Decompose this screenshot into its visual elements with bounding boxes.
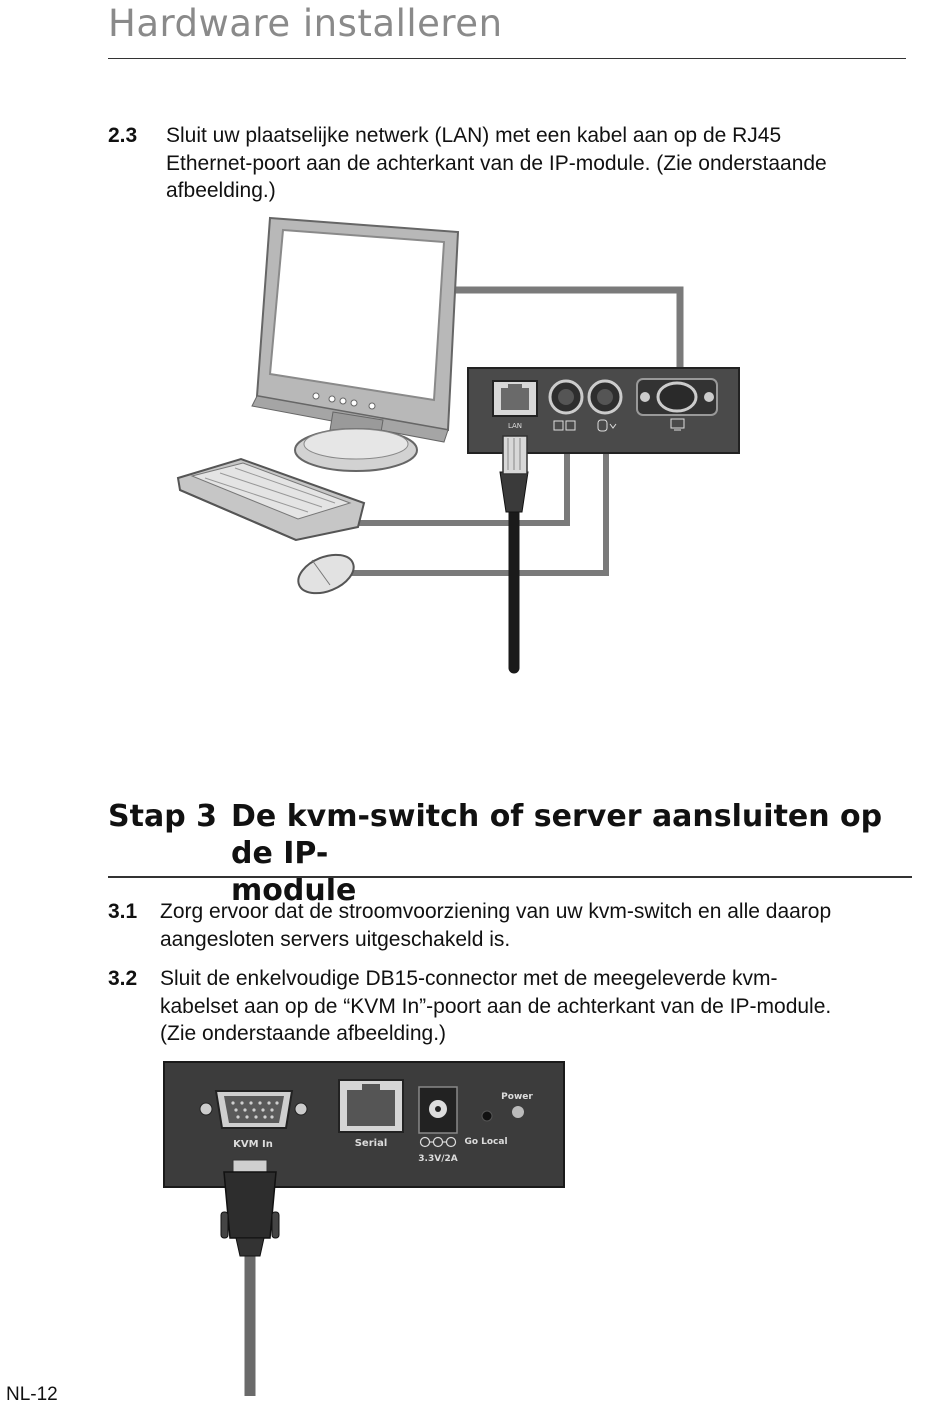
header-rule xyxy=(108,58,906,59)
section-heading: Stap 3 De kvm-switch of server aansluite… xyxy=(108,798,898,908)
go-local-label: Go Local xyxy=(464,1137,507,1147)
step-line: afbeelding.) xyxy=(166,179,276,202)
page-number: NL-12 xyxy=(6,1384,58,1405)
step-text: Sluit de enkelvoudige DB15-connector met… xyxy=(160,965,831,1048)
polarity-icon xyxy=(419,1136,457,1148)
step-line: Sluit uw plaatselijke netwerk (LAN) met … xyxy=(166,124,782,147)
kvm-cable xyxy=(220,1159,280,1396)
cable-mouse xyxy=(348,418,609,576)
step-text: Zorg ervoor dat de stroomvoorziening van… xyxy=(160,898,831,953)
page-header-title: Hardware installeren xyxy=(108,2,503,45)
lan-port-label: LAN xyxy=(508,422,522,430)
power-label: Power xyxy=(501,1092,533,1102)
serial-label: Serial xyxy=(355,1138,388,1149)
section-number: Stap 3 xyxy=(108,799,217,834)
step-number: 2.3 xyxy=(108,124,138,147)
power-led xyxy=(512,1106,524,1118)
ip-module-front-panel: KVM In Serial 3.3V/2A Power Go Local xyxy=(163,1061,565,1188)
keyboard-image xyxy=(176,457,366,542)
figure-lan-connection: LAN xyxy=(176,216,740,674)
power-rating-label: 3.3V/2A xyxy=(418,1154,457,1164)
monitor-image xyxy=(251,216,460,472)
monitor-symbol-icon xyxy=(670,418,685,431)
section-rule xyxy=(108,876,912,878)
figure-kvm-connection: KVM In Serial 3.3V/2A Power Go Local xyxy=(163,1061,565,1396)
step-number: 3.1 xyxy=(108,900,138,923)
lan-cable xyxy=(499,435,529,674)
step-line: kabelset aan op de “KVM In”-poort aan de… xyxy=(160,994,832,1018)
go-local-button xyxy=(481,1110,493,1122)
step-line: Ethernet-poort aan de achterkant van de … xyxy=(166,151,827,175)
step-line: Zorg ervoor dat de stroomvoorziening van… xyxy=(160,900,832,923)
step-3-2: 3.2 Sluit de enkelvoudige DB15-connector… xyxy=(108,965,918,1049)
step-line: (Zie onderstaande afbeelding.) xyxy=(160,1022,447,1045)
mouse-symbol-icon xyxy=(597,419,617,432)
kvm-in-label: KVM In xyxy=(233,1139,273,1150)
mouse-image xyxy=(297,553,355,595)
step-text: Sluit uw plaatselijke netwerk (LAN) met … xyxy=(166,122,827,205)
step-2-3: 2.3 Sluit uw plaatselijke netwerk (LAN) … xyxy=(108,122,918,206)
step-number: 3.2 xyxy=(108,967,138,990)
keyboard-symbol-icon xyxy=(553,420,576,431)
step-line: aangesloten servers uitgeschakeld is. xyxy=(160,927,511,951)
step-line: Sluit de enkelvoudige DB15-connector met… xyxy=(160,967,778,990)
section-title-line: De kvm-switch of server aansluiten op de… xyxy=(231,799,883,871)
step-3-1: 3.1 Zorg ervoor dat de stroomvoorziening… xyxy=(108,898,918,954)
ip-module-panel: LAN xyxy=(467,367,740,454)
section-title-line: module xyxy=(231,873,357,908)
section-title: De kvm-switch of server aansluiten op de… xyxy=(231,798,911,909)
cable-video xyxy=(455,286,684,378)
